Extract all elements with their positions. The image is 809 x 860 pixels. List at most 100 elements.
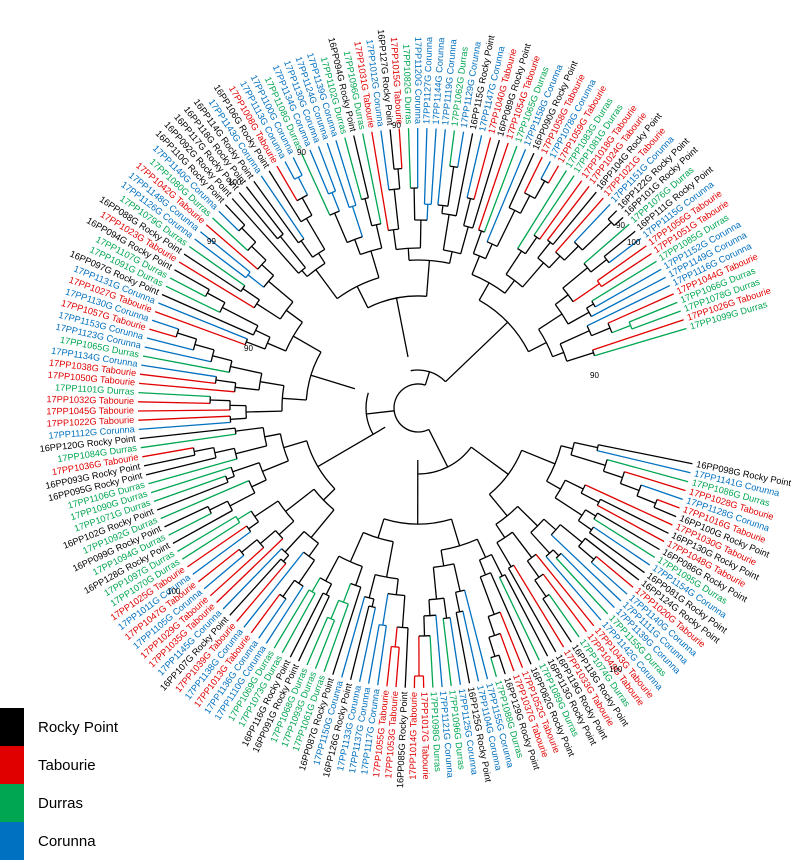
branch-arc bbox=[220, 303, 225, 313]
branch bbox=[140, 374, 216, 383]
branch-arc bbox=[541, 179, 548, 183]
branch bbox=[138, 402, 210, 404]
branch bbox=[553, 550, 559, 556]
branch-arc bbox=[304, 552, 315, 560]
branch bbox=[593, 320, 684, 350]
branch bbox=[265, 434, 281, 437]
branch-arc bbox=[236, 517, 240, 523]
branch bbox=[302, 270, 307, 276]
branch bbox=[335, 213, 348, 242]
branch bbox=[371, 251, 379, 278]
branch bbox=[360, 608, 376, 682]
branch bbox=[523, 263, 544, 287]
branch bbox=[345, 138, 362, 200]
branch bbox=[584, 224, 629, 263]
branch bbox=[302, 198, 312, 216]
branch bbox=[571, 455, 605, 466]
branch-arc bbox=[320, 578, 331, 584]
branch bbox=[138, 393, 210, 397]
branch-arc bbox=[590, 527, 594, 533]
branch-arc bbox=[278, 501, 294, 521]
branch bbox=[467, 135, 482, 197]
branch bbox=[461, 227, 469, 254]
branch bbox=[286, 489, 314, 511]
branch bbox=[497, 543, 511, 567]
branch bbox=[387, 647, 391, 687]
branch bbox=[363, 134, 381, 224]
branch-arc bbox=[438, 205, 448, 206]
branch bbox=[600, 499, 668, 533]
branch bbox=[301, 241, 313, 257]
branch-arc bbox=[560, 344, 567, 361]
branch bbox=[525, 237, 536, 253]
branch-arc bbox=[264, 276, 274, 288]
branch bbox=[366, 411, 394, 414]
branch bbox=[147, 338, 194, 350]
branch bbox=[450, 130, 455, 166]
bootstrap-value: 100 bbox=[228, 178, 242, 187]
branch-arc bbox=[254, 300, 259, 308]
branch bbox=[319, 253, 326, 263]
branch bbox=[141, 434, 236, 448]
branch-arc bbox=[487, 242, 497, 247]
branch bbox=[282, 398, 306, 400]
branch bbox=[216, 380, 236, 383]
branch bbox=[452, 519, 460, 546]
branch bbox=[155, 312, 245, 345]
branch bbox=[285, 532, 304, 553]
branch bbox=[299, 560, 315, 583]
branch bbox=[145, 347, 211, 362]
branch bbox=[539, 314, 562, 329]
branch bbox=[409, 128, 411, 188]
branch bbox=[152, 320, 179, 329]
branch bbox=[479, 283, 489, 300]
bootstrap-value: 90 bbox=[616, 221, 625, 230]
branch bbox=[207, 293, 225, 303]
branch bbox=[592, 261, 657, 301]
branch bbox=[486, 244, 493, 259]
branch bbox=[195, 345, 214, 350]
branch bbox=[632, 311, 681, 329]
branch bbox=[252, 246, 266, 260]
branch bbox=[456, 133, 472, 215]
branch bbox=[307, 617, 328, 665]
branch bbox=[282, 593, 315, 652]
branch bbox=[369, 575, 375, 598]
branch-arc bbox=[304, 532, 318, 544]
branch bbox=[233, 463, 260, 472]
branch bbox=[225, 205, 244, 225]
branch bbox=[293, 336, 321, 352]
branch bbox=[255, 501, 278, 517]
branch bbox=[450, 252, 453, 264]
branch bbox=[252, 480, 267, 487]
branch bbox=[309, 543, 319, 556]
branch bbox=[267, 343, 285, 351]
branch bbox=[306, 218, 324, 249]
branch bbox=[433, 567, 436, 599]
branch bbox=[149, 329, 176, 337]
branch bbox=[323, 489, 335, 500]
branch bbox=[343, 584, 350, 603]
branch bbox=[620, 484, 639, 491]
branch bbox=[405, 628, 408, 688]
branch bbox=[560, 331, 589, 344]
branch bbox=[141, 365, 216, 377]
branch bbox=[285, 162, 295, 180]
branch-arc bbox=[578, 510, 585, 521]
branch bbox=[541, 161, 550, 179]
branch bbox=[395, 627, 397, 647]
branch bbox=[499, 655, 505, 674]
branch bbox=[177, 333, 196, 339]
branch-arc bbox=[394, 169, 402, 170]
branch bbox=[464, 199, 471, 226]
branch bbox=[612, 326, 631, 333]
branch bbox=[279, 521, 294, 534]
bootstrap-value: 90 bbox=[392, 121, 401, 130]
branch bbox=[443, 619, 451, 687]
branch bbox=[538, 242, 551, 258]
branch-arc bbox=[379, 625, 386, 626]
branch-arc bbox=[527, 554, 536, 561]
branch bbox=[654, 507, 676, 516]
branch bbox=[480, 577, 494, 615]
branch bbox=[256, 330, 270, 337]
